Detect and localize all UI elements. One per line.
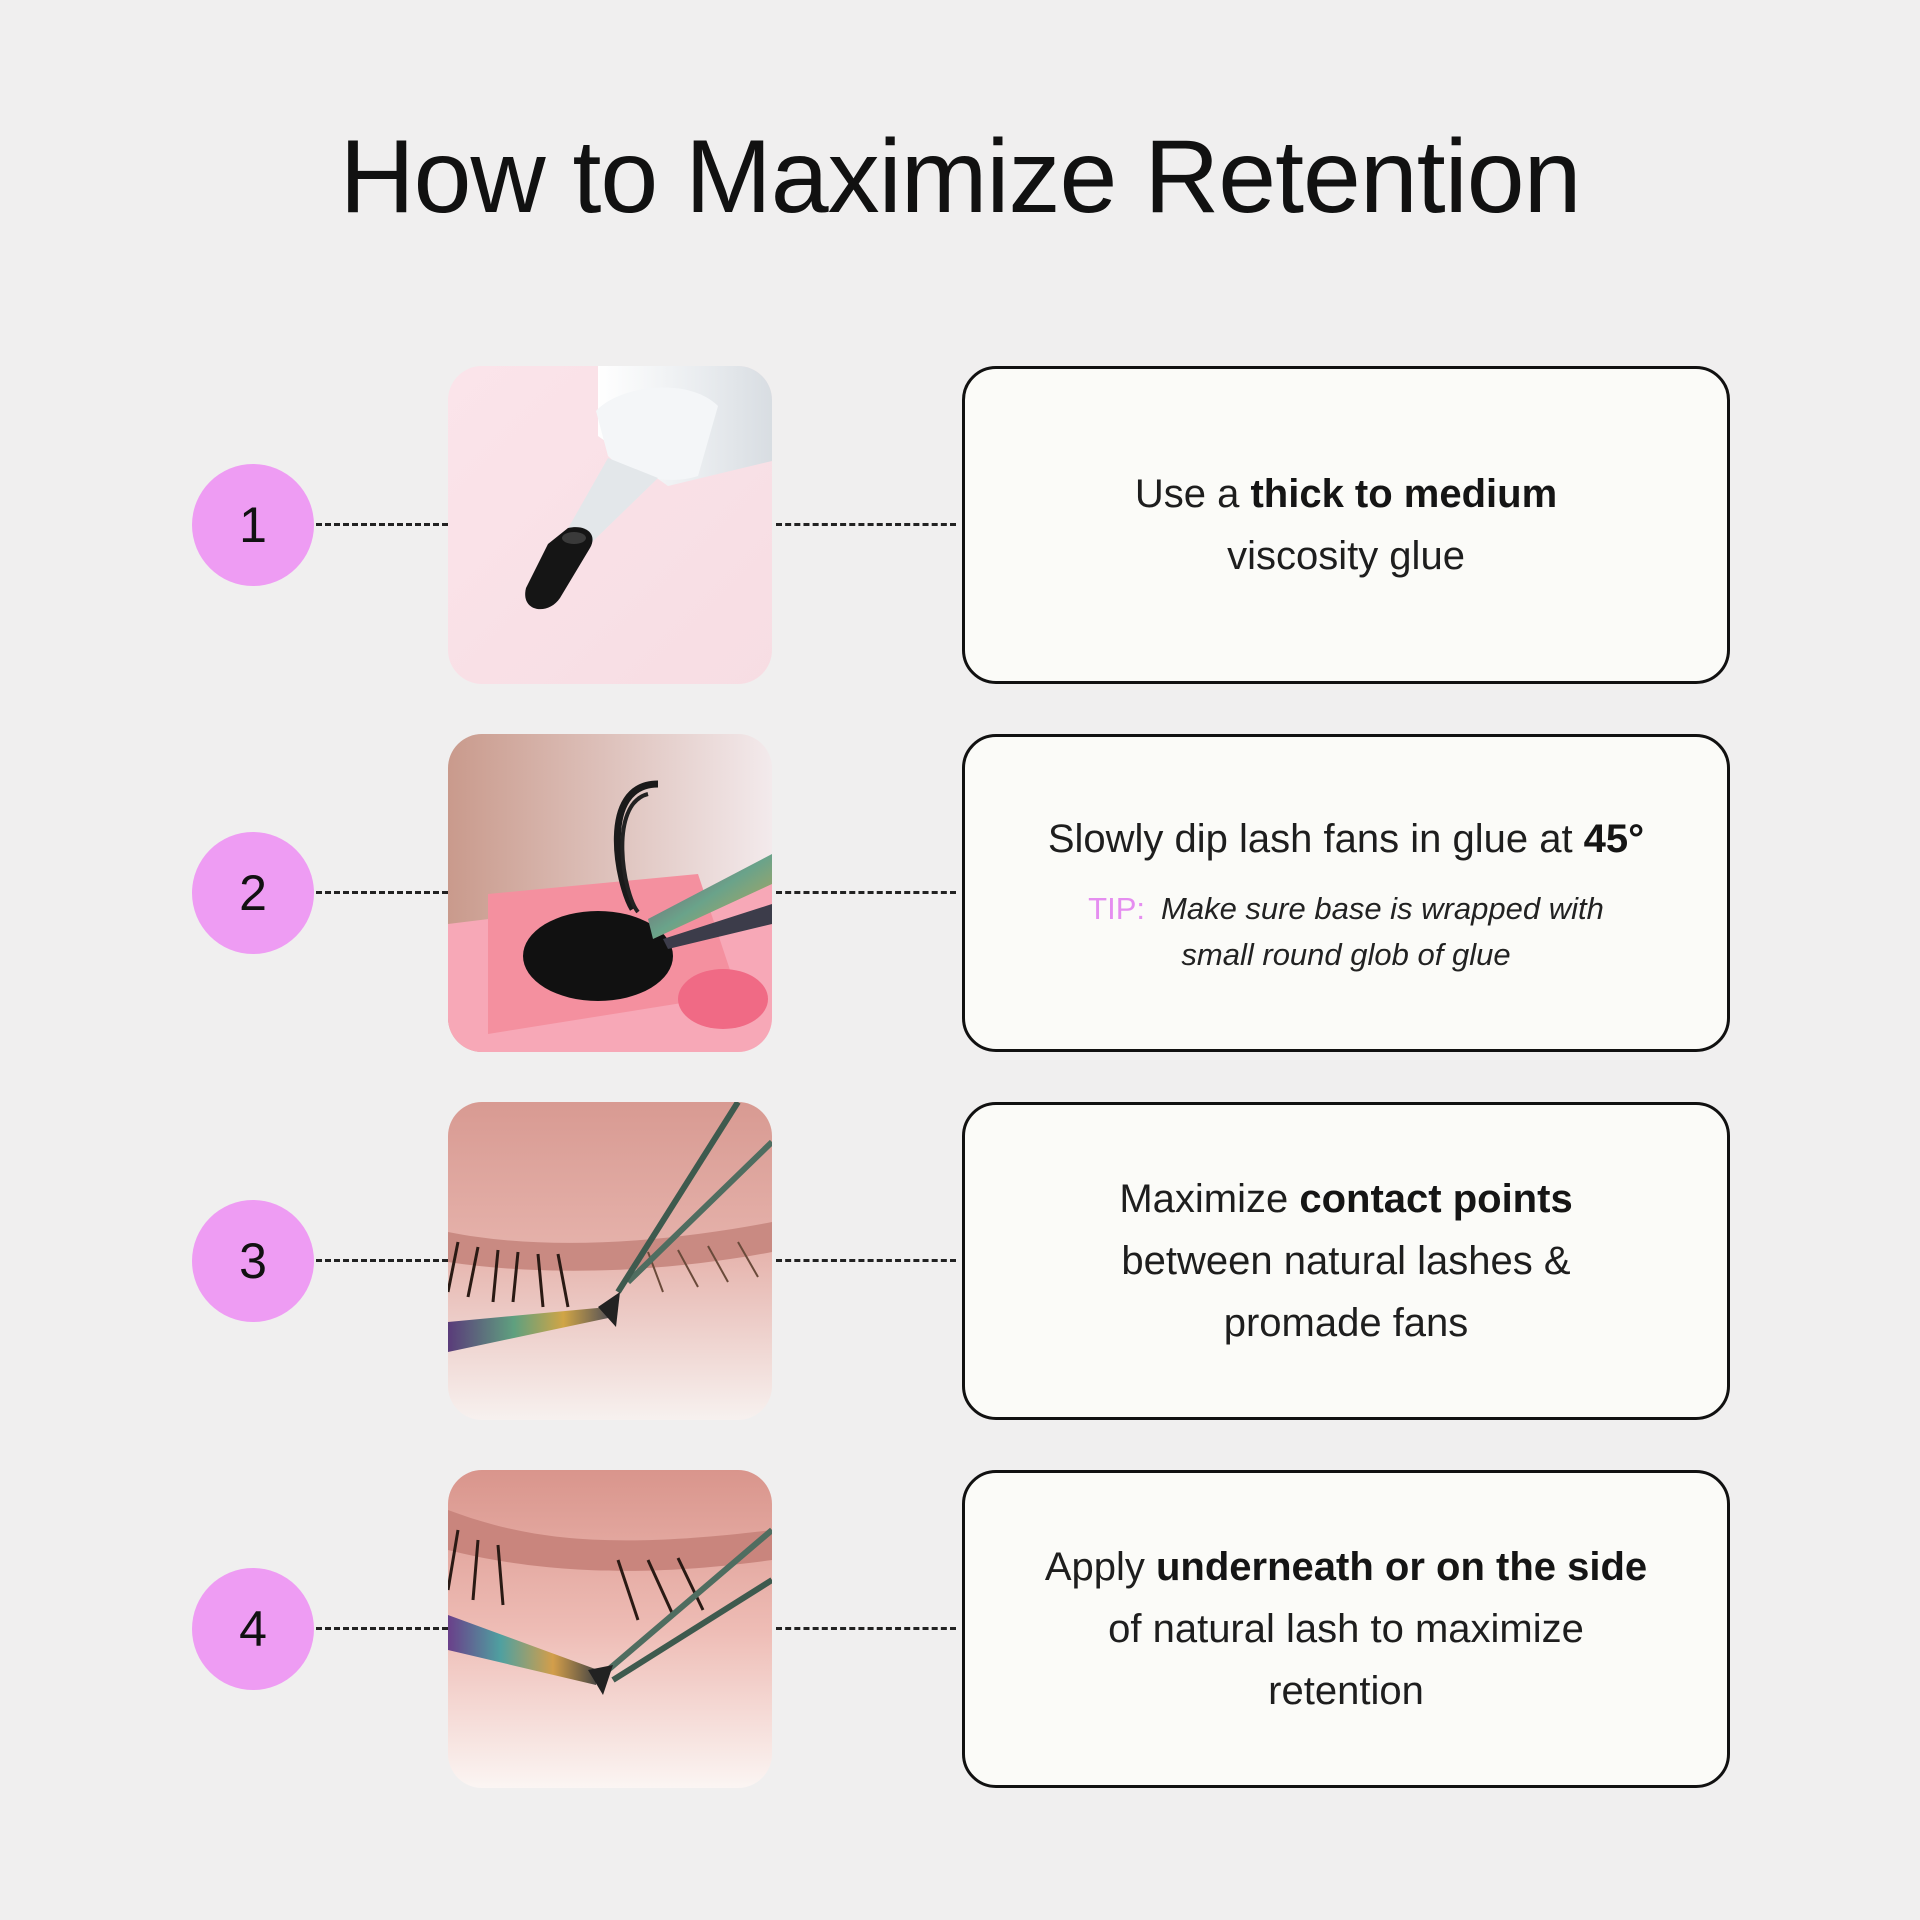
text-part: of natural lash to maximize retention <box>1108 1607 1584 1713</box>
step-card: Maximize contact points between natural … <box>962 1102 1730 1420</box>
text-part: viscosity glue <box>1227 534 1465 578</box>
text-part: Apply <box>1044 1545 1156 1589</box>
connector-line <box>776 1627 956 1630</box>
connector-line <box>316 523 448 526</box>
lash-placement-illustration <box>448 1470 772 1788</box>
step-4: 4 Apply undernea <box>0 1470 1920 1788</box>
step-number-badge: 4 <box>192 1568 314 1690</box>
step-description: Use a thick to medium viscosity glue <box>1135 463 1557 587</box>
step-card: Use a thick to medium viscosity glue <box>962 366 1730 684</box>
connector-line <box>316 1627 448 1630</box>
step-description: Slowly dip lash fans in glue at 45° <box>1048 808 1644 870</box>
connector-line <box>316 891 448 894</box>
glue-bottle-tip-photo <box>448 366 772 684</box>
text-emphasis: 45° <box>1583 817 1645 861</box>
tip-text: Make sure base is wrapped with small rou… <box>1161 891 1604 972</box>
text-part: Slowly dip lash fans in glue at <box>1047 817 1584 861</box>
text-emphasis: thick to medium <box>1250 472 1558 516</box>
tip-label: TIP: <box>1088 891 1145 926</box>
step-1: 1 Use a thick to medium viscosity glue <box>0 366 1920 684</box>
text-part: Use a <box>1134 472 1251 516</box>
step-2: 2 Slowly dip lash fans in glue at 45 <box>0 734 1920 1052</box>
step-card: Slowly dip lash fans in glue at 45° TIP:… <box>962 734 1730 1052</box>
connector-line <box>776 891 956 894</box>
lash-fan-dipping-in-glue-photo <box>448 734 772 1052</box>
step-3: 3 <box>0 1102 1920 1420</box>
text-emphasis: contact points <box>1299 1177 1573 1221</box>
step-description: Apply underneath or on the side of natur… <box>1036 1536 1656 1722</box>
step-number-badge: 1 <box>192 464 314 586</box>
step-number-badge: 3 <box>192 1200 314 1322</box>
glue-bottle-illustration <box>448 366 772 684</box>
glue-dip-illustration <box>448 734 772 1052</box>
step-number-badge: 2 <box>192 832 314 954</box>
step-description: Maximize contact points between natural … <box>1066 1168 1626 1354</box>
page-title: How to Maximize Retention <box>339 119 1582 235</box>
lash-application-illustration <box>448 1102 772 1420</box>
text-part: between natural lashes & promade fans <box>1121 1239 1571 1345</box>
connector-line <box>776 523 956 526</box>
tip-note: TIP: Make sure base is wrapped with small… <box>1066 886 1626 978</box>
text-emphasis: underneath or on the side <box>1156 1545 1648 1589</box>
connector-line <box>316 1259 448 1262</box>
connector-line <box>776 1259 956 1262</box>
step-card: Apply underneath or on the side of natur… <box>962 1470 1730 1788</box>
lash-application-tweezers-photo <box>448 1102 772 1420</box>
lash-placement-tweezers-photo <box>448 1470 772 1788</box>
text-part: Maximize <box>1119 1177 1300 1221</box>
